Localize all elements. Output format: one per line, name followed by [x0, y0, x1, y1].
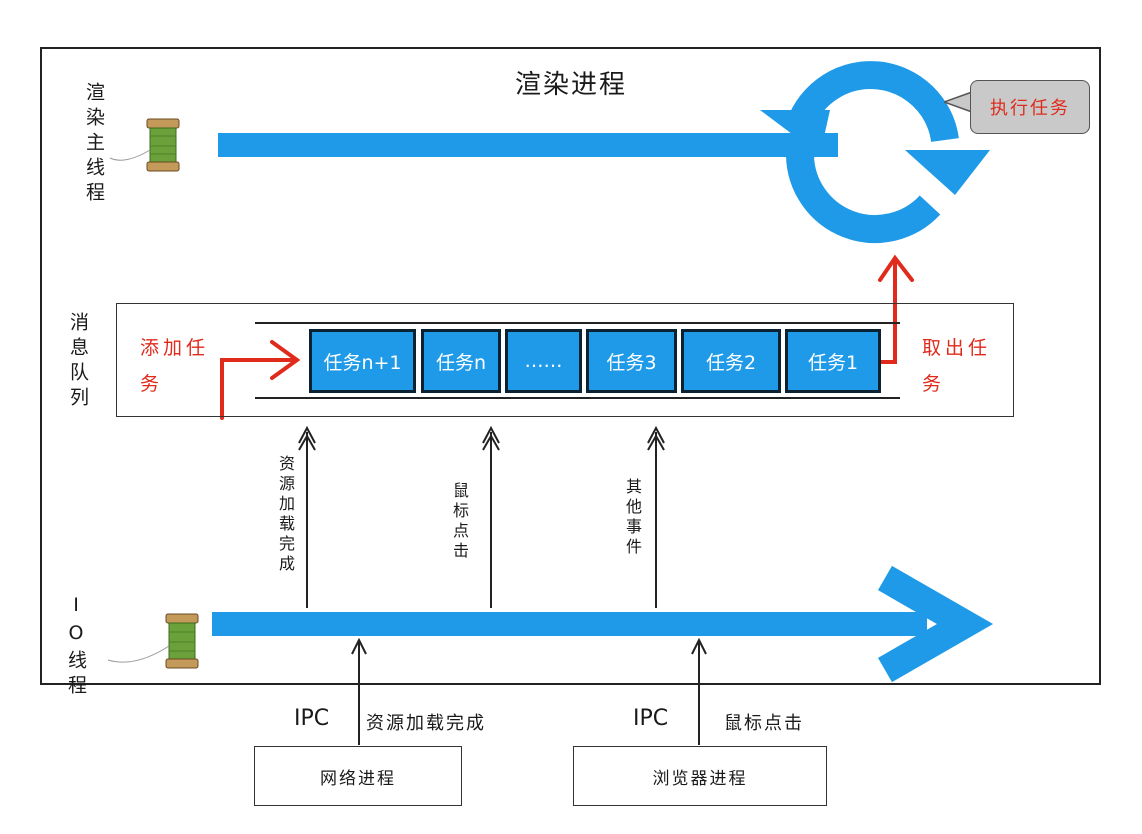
- spool-icon-io: [107, 613, 199, 669]
- message-queue-label: 消息队列: [67, 312, 89, 412]
- add-task-arrow: [220, 340, 301, 420]
- message-queue-box: [116, 303, 1014, 417]
- io-thread-bar: [212, 612, 927, 636]
- execute-task-tooltip: 执行任务: [970, 80, 1090, 134]
- take-task-arrow: [878, 254, 914, 364]
- event-label-resource-loaded: 资源加载完成: [276, 455, 295, 575]
- event-label-other-events: 其他事件: [623, 478, 642, 558]
- queue-cell-task-n: 任务n: [421, 329, 501, 393]
- loop-arrowhead-top: [760, 110, 830, 155]
- event-label-mouse-click: 鼠标点击: [450, 482, 469, 562]
- queue-cell-task-3: 任务3: [586, 329, 677, 393]
- queue-cell-task-1: 任务1: [785, 329, 881, 393]
- take-task-label: 取出任务: [922, 337, 992, 395]
- queue-rail-bottom: [255, 397, 900, 399]
- ipc-label-network: IPC: [294, 706, 330, 731]
- io-thread-arrowhead: [878, 565, 994, 683]
- ipc-browser-event-label: 鼠标点击: [724, 713, 804, 734]
- queue-rail-top: [255, 322, 900, 324]
- loop-arrowhead-right: [905, 150, 990, 195]
- network-process-box: 网络进程: [254, 746, 462, 806]
- ipc-label-browser: IPC: [633, 706, 669, 731]
- render-process-frame: [40, 47, 1101, 685]
- queue-cell-task-n-plus-1: 任务n+1: [309, 329, 416, 393]
- main-thread-label: 渲染主线程: [83, 82, 105, 207]
- ipc-network-event-label: 资源加载完成: [366, 713, 486, 734]
- queue-cell-ellipsis: ……: [505, 329, 582, 393]
- queue-cell-task-2: 任务2: [681, 329, 781, 393]
- io-thread-label: IO线程: [65, 594, 87, 700]
- spool-icon-main: [109, 118, 180, 172]
- render-process-title: 渲染进程: [514, 70, 627, 100]
- loop-cycle-icon: [786, 61, 959, 243]
- main-thread-bar: [218, 133, 838, 157]
- browser-process-box: 浏览器进程: [573, 746, 827, 806]
- add-task-label: 添加任务: [140, 337, 210, 395]
